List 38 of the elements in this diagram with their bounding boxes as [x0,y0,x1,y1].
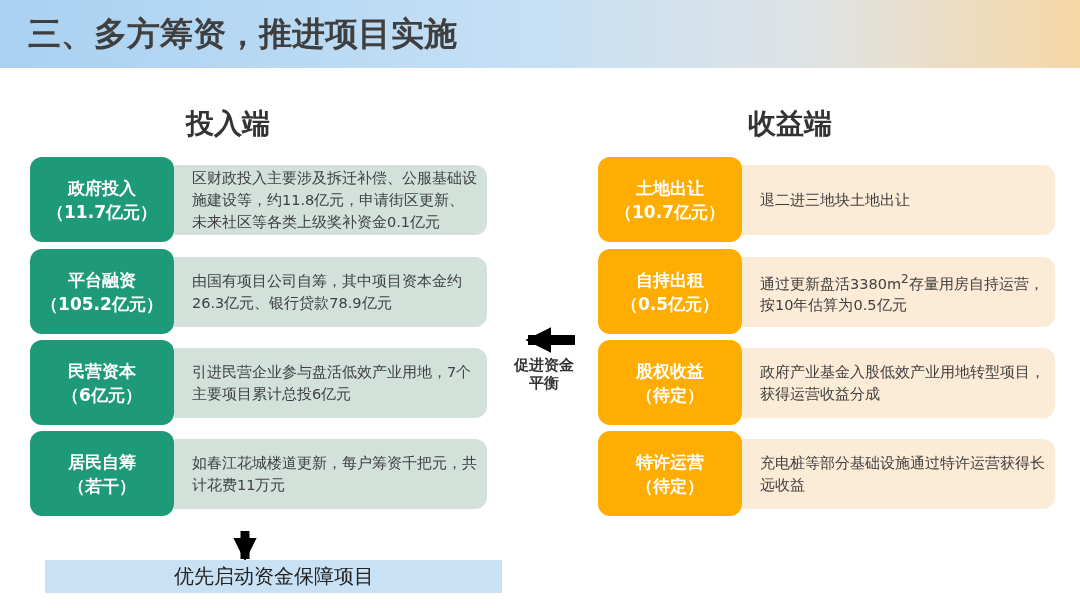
description-box: 政府产业基金入股低效产业用地转型项目，获得运营收益分成 [742,348,1055,418]
arrow [233,531,257,562]
category-box [598,157,742,242]
category-name: 民营资本 [68,359,136,383]
category-name: 政府投入 [68,176,136,200]
category-box [30,431,174,516]
description-box: 区财政投入主要涉及拆迁补偿、公服基础设施建设等，约11.8亿元，申请街区更新、未来社区等各类上级奖补资金0.1亿元 [174,165,487,235]
result-box: 优先启动资金保障项目 [45,560,502,593]
description-box: 退二进三地块土地出让 [742,165,1055,235]
amount-text: （0.5亿元） [620,292,720,316]
amount-text: （10.7亿元） [615,200,725,224]
amount-text: （待定） [636,474,704,498]
description-box: 通过更新盘活3380m$^{2}$存量用房自持运营，按10年估算为0.5亿元 [742,257,1055,327]
description-box: 由国有项目公司自筹，其中项目资本金约26.3亿元、银行贷款78.9亿元 [174,257,487,327]
category-box [598,249,742,334]
category-name: 居民自筹 [68,450,136,474]
column-heading: 收益端 [747,106,833,141]
amount-text: （11.7亿元） [47,200,157,224]
column-heading: 投入端 [184,106,271,141]
description-box: 如春江花城楼道更新，每户筹资千把元，共计花费11万元 [174,439,487,509]
amount-text: （待定） [636,383,704,407]
category-name: 自持出租 [636,268,704,292]
description-box: 充电桩等部分基础设施通过特许运营获得长远收益 [742,439,1055,509]
category-name: 平台融资 [68,268,136,292]
category-name: 股权收益 [636,359,704,383]
category-name: 土地出让 [636,176,704,200]
arrow-caption: 促进资金平衡 [512,356,575,393]
amount-text: （105.2亿元） [41,292,163,316]
category-box [30,340,174,425]
amount-text: （6亿元） [62,383,142,407]
amount-text: （若干） [68,474,136,498]
description-box: 引进民营企业参与盘活低效产业用地，7个主要项目累计总投6亿元 [174,348,487,418]
category-name: 特许运营 [636,450,704,474]
category-box [30,157,174,242]
category-box [598,431,742,516]
title: 三、多方筹资，推进项目实施 [28,13,457,55]
category-box [598,340,742,425]
category-box [30,249,174,334]
